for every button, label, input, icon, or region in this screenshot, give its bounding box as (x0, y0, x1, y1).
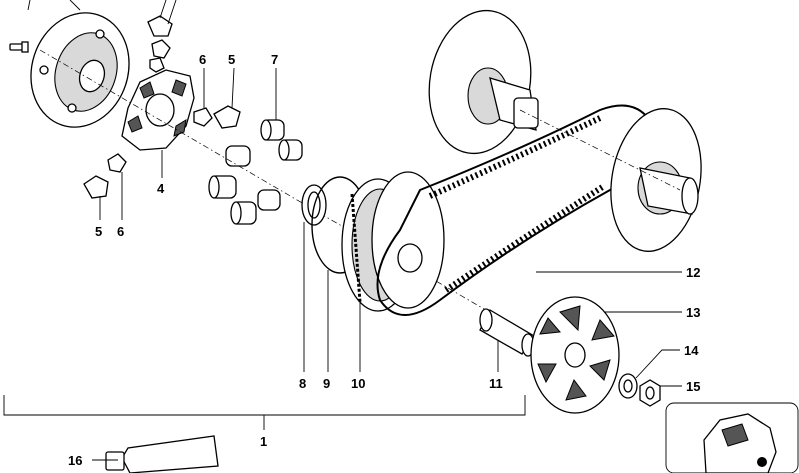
fan-impeller (530, 296, 620, 414)
drive-belt (376, 104, 657, 316)
washer-small (618, 373, 638, 399)
callout-16: 16 (68, 453, 82, 468)
variator-cover-plate (27, 0, 130, 128)
nut (639, 379, 661, 407)
callout-8: 8 (299, 376, 306, 391)
roller-weights (208, 119, 303, 225)
ramp-plate (121, 69, 195, 151)
callout-6-bottom: 6 (117, 224, 124, 239)
callout-labels: 4 5 5 6 6 7 8 9 10 11 12 13 14 15 1 16 (68, 52, 700, 468)
callout-12: 12 (686, 265, 700, 280)
inset-detail (665, 402, 799, 473)
callout-6-top: 6 (199, 52, 206, 67)
screw (9, 41, 29, 53)
slider-guide-top (147, 0, 177, 73)
callout-13: 13 (686, 305, 700, 320)
callout-4: 4 (157, 181, 165, 196)
callout-14: 14 (684, 343, 699, 358)
callout-7: 7 (271, 52, 278, 67)
callout-9: 9 (323, 376, 330, 391)
variator-pulley (341, 171, 445, 312)
sleeve (479, 308, 535, 357)
callout-5-bottom: 5 (95, 224, 102, 239)
callout-10: 10 (351, 376, 365, 391)
slider-pieces (83, 105, 241, 199)
leader-lines (3, 67, 682, 461)
callout-1: 1 (260, 434, 267, 449)
grease-tube (105, 435, 219, 473)
callout-11: 11 (489, 376, 503, 391)
clutch-pulley (428, 9, 702, 252)
callout-5-top: 5 (228, 52, 235, 67)
callout-15: 15 (686, 379, 700, 394)
